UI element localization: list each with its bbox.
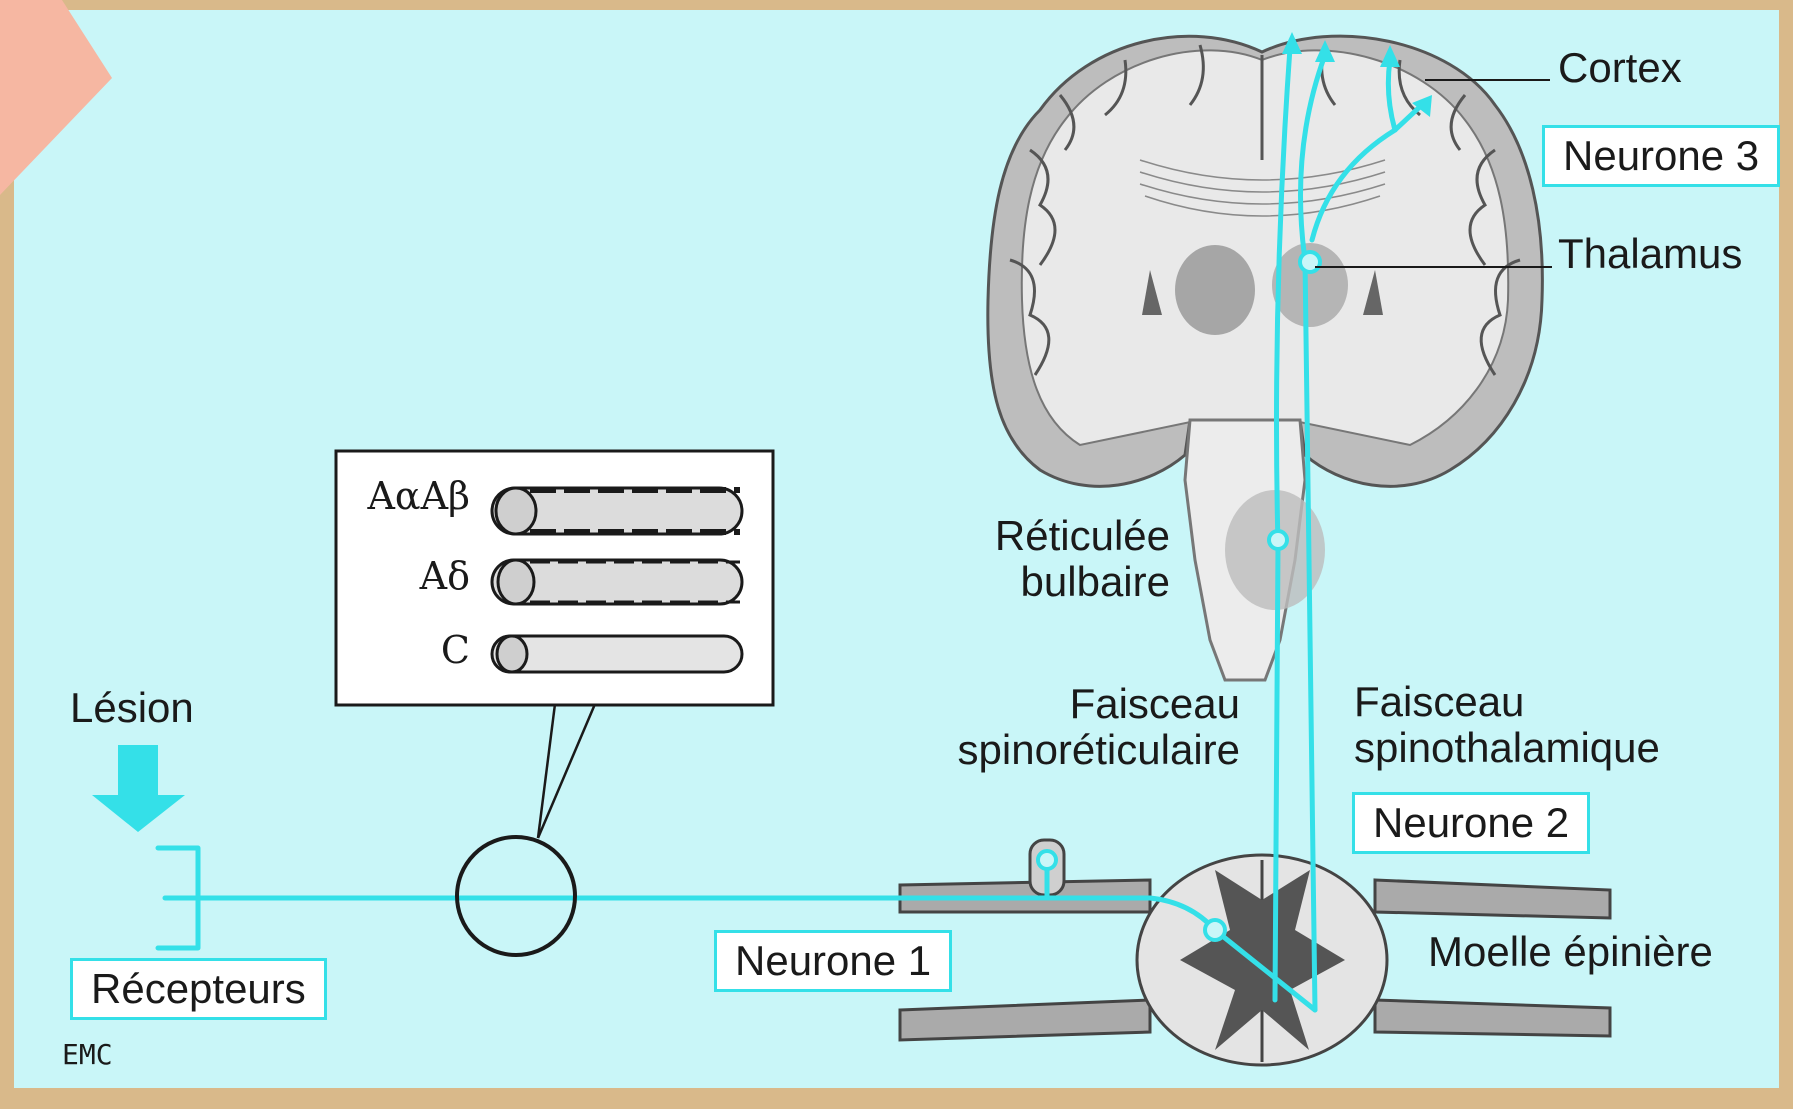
reticulee-label-line2: bulbaire bbox=[960, 558, 1170, 606]
dorsal-horn-synapse bbox=[1205, 920, 1225, 940]
faisceau-sr-line1: Faisceau bbox=[920, 680, 1240, 728]
fibre-aa-ab bbox=[492, 488, 742, 534]
lesion-label: Lésion bbox=[70, 684, 194, 732]
moelle-label: Moelle épinière bbox=[1428, 928, 1713, 976]
faisceau-sr-line2: spinoréticulaire bbox=[920, 726, 1240, 774]
thalamic-synapse bbox=[1300, 252, 1320, 272]
spinoreticular-tract bbox=[1275, 545, 1278, 1000]
white-matter bbox=[1022, 50, 1508, 445]
recepteurs-label: Récepteurs bbox=[70, 958, 327, 1020]
fibre-label-aa-ab: AαAβ bbox=[340, 474, 470, 518]
faisceau-st-line1: Faisceau bbox=[1354, 678, 1524, 726]
neurone1-label: Neurone 1 bbox=[714, 930, 952, 992]
reticular-synapse bbox=[1269, 531, 1287, 549]
left-nucleus bbox=[1175, 245, 1255, 335]
neurone2-label: Neurone 2 bbox=[1352, 792, 1590, 854]
reticulee-label-line1: Réticulée bbox=[960, 512, 1170, 560]
ganglion-cell bbox=[1038, 851, 1056, 869]
faisceau-st-line2: spinothalamique bbox=[1354, 724, 1660, 772]
right-ventral-root bbox=[1375, 1000, 1610, 1036]
fibre-a-delta bbox=[492, 560, 742, 604]
fibre-c bbox=[492, 636, 742, 672]
fibre-label-a-delta: Aδ bbox=[340, 554, 470, 598]
emc-logo: EMC bbox=[62, 1038, 113, 1072]
cortex-label: Cortex bbox=[1558, 44, 1682, 92]
neurone3-label: Neurone 3 bbox=[1542, 125, 1780, 187]
thalamus-label: Thalamus bbox=[1558, 230, 1742, 278]
fibre-label-c: C bbox=[340, 628, 470, 672]
